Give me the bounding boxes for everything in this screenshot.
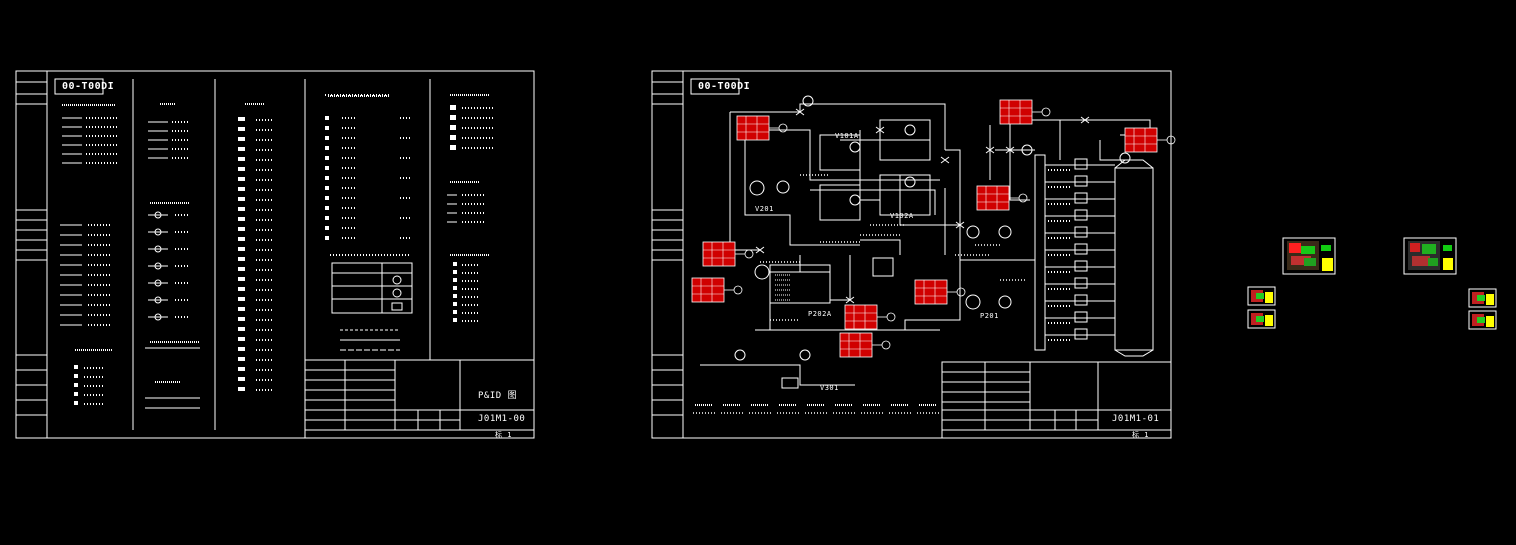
- instrument-tag[interactable]: [736, 115, 788, 141]
- equipment-label: P202A: [808, 310, 832, 318]
- vessel-v102a[interactable]: [819, 184, 861, 221]
- equipment-label: V102A: [890, 212, 914, 220]
- thumbnail-large-right[interactable]: [1403, 237, 1457, 275]
- legend-title: P&ID 图: [478, 391, 518, 401]
- equipment-label: V301: [820, 384, 839, 392]
- thumbnail-large-left[interactable]: [1282, 237, 1336, 275]
- instrument-tag[interactable]: [914, 279, 966, 305]
- instrument-tag[interactable]: [844, 304, 896, 330]
- instrument-tag[interactable]: [702, 241, 754, 267]
- vessel-v201[interactable]: [769, 264, 831, 304]
- legend-sheet-border: [15, 70, 535, 439]
- pid-page-label: 标 1: [1132, 431, 1149, 439]
- legend-drawing-code: 00-T00DI: [62, 81, 115, 92]
- legend-page-label: 标 1: [495, 431, 512, 439]
- thumbnail-small-4[interactable]: [1468, 310, 1497, 330]
- pid-sheet-border: [651, 70, 1172, 439]
- thumbnail-small-2[interactable]: [1247, 309, 1276, 329]
- pid-drawing-number: J01M1-01: [1112, 414, 1160, 424]
- instrument-tags[interactable]: [691, 99, 1176, 358]
- thumbnail-small-3[interactable]: [1468, 288, 1497, 308]
- equipment-label: V201: [755, 205, 774, 213]
- legend-title-block: [304, 359, 535, 439]
- equipment-label: P201: [980, 312, 999, 320]
- thumbnail-group[interactable]: [1247, 237, 1497, 330]
- pump-p202a[interactable]: [965, 294, 981, 310]
- pump-p101a[interactable]: [749, 180, 765, 196]
- thumbnail-small-1[interactable]: [1247, 286, 1276, 306]
- instrument-tag[interactable]: [999, 99, 1051, 125]
- instrument-tag[interactable]: [691, 277, 743, 303]
- instrument-tag[interactable]: [1124, 127, 1176, 153]
- equipment-label: V101A: [835, 132, 859, 140]
- pid-small-details: [693, 108, 1090, 414]
- legend-sheet[interactable]: [15, 70, 535, 439]
- vessel-v101a[interactable]: [819, 134, 861, 171]
- pid-drawing-code: 00-T00DI: [698, 81, 751, 92]
- legend-symbols: [60, 94, 495, 409]
- pid-sheet[interactable]: [651, 70, 1172, 439]
- legend-drawing-number: J01M1-00: [478, 414, 526, 424]
- instrument-tag[interactable]: [839, 332, 891, 358]
- pid-title-block: [941, 361, 1172, 439]
- instrument-tag[interactable]: [976, 185, 1028, 211]
